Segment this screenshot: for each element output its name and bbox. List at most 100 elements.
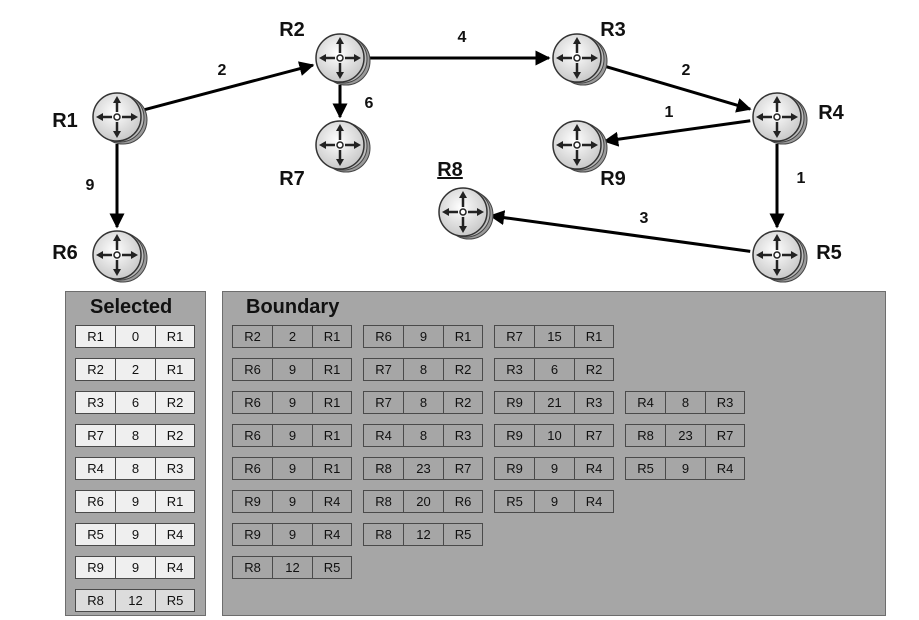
via-cell: R7 [574, 424, 614, 447]
router-r5: R5 [751, 229, 842, 284]
edge-weight-label: 2 [218, 62, 227, 79]
cost-cell: 0 [115, 325, 155, 348]
router-r8: R8 [437, 159, 495, 241]
via-cell: R1 [443, 325, 483, 348]
cost-cell: 9 [534, 490, 574, 513]
cost-cell: 9 [272, 358, 312, 381]
node-cell: R6 [232, 358, 272, 381]
via-cell: R4 [705, 457, 745, 480]
edge-weight-label: 1 [665, 104, 674, 121]
cost-cell: 9 [115, 490, 155, 513]
cost-cell: 23 [665, 424, 705, 447]
router-r3: R3 [551, 19, 626, 87]
cost-cell: 9 [115, 523, 155, 546]
node-cell: R1 [75, 325, 115, 348]
node-cell: R8 [625, 424, 665, 447]
router-r9: R9 [551, 119, 626, 190]
cost-cell: 10 [534, 424, 574, 447]
via-cell: R2 [155, 391, 195, 414]
router-icon [751, 229, 809, 284]
edge-r3-r4 [602, 64, 752, 113]
node-cell: R9 [494, 424, 534, 447]
via-cell: R1 [312, 424, 352, 447]
cost-cell: 6 [115, 391, 155, 414]
via-cell: R4 [312, 523, 352, 546]
node-cell: R8 [75, 589, 115, 612]
via-cell: R4 [574, 457, 614, 480]
router-label: R9 [600, 168, 626, 190]
node-cell: R8 [232, 556, 272, 579]
via-cell: R3 [705, 391, 745, 414]
cost-cell: 6 [534, 358, 574, 381]
router-r2: R2 [279, 19, 372, 87]
cost-cell: 12 [115, 589, 155, 612]
via-cell: R1 [312, 325, 352, 348]
node-cell: R8 [363, 523, 403, 546]
via-cell: R3 [443, 424, 483, 447]
router-label: R3 [600, 19, 626, 41]
via-cell: R4 [312, 490, 352, 513]
via-cell: R4 [155, 556, 195, 579]
cost-cell: 8 [403, 358, 443, 381]
router-label: R1 [52, 110, 78, 132]
via-cell: R7 [443, 457, 483, 480]
router-r6: R6 [52, 229, 149, 284]
via-cell: R1 [155, 358, 195, 381]
boundary-title: Boundary [246, 296, 340, 318]
router-icon [91, 91, 149, 146]
via-cell: R5 [443, 523, 483, 546]
edge-weight-label: 2 [682, 62, 691, 79]
router-icon [551, 32, 609, 87]
via-cell: R4 [155, 523, 195, 546]
router-label: R4 [818, 102, 844, 124]
cost-cell: 9 [403, 325, 443, 348]
cost-cell: 9 [534, 457, 574, 480]
cost-cell: 9 [272, 457, 312, 480]
selected-title: Selected [90, 296, 173, 318]
cost-cell: 23 [403, 457, 443, 480]
via-cell: R3 [574, 391, 614, 414]
node-cell: R6 [232, 424, 272, 447]
cost-cell: 21 [534, 391, 574, 414]
cost-cell: 9 [115, 556, 155, 579]
via-cell: R5 [312, 556, 352, 579]
node-cell: R3 [75, 391, 115, 414]
edge-weight-label: 3 [640, 210, 649, 227]
via-cell: R2 [443, 391, 483, 414]
node-cell: R7 [75, 424, 115, 447]
node-cell: R9 [494, 457, 534, 480]
node-cell: R4 [363, 424, 403, 447]
node-cell: R6 [363, 325, 403, 348]
router-icon [314, 119, 372, 174]
cost-cell: 20 [403, 490, 443, 513]
node-cell: R7 [494, 325, 534, 348]
node-cell: R4 [75, 457, 115, 480]
cost-cell: 9 [272, 424, 312, 447]
cost-cell: 12 [403, 523, 443, 546]
router-label: R6 [52, 242, 78, 264]
via-cell: R1 [155, 325, 195, 348]
